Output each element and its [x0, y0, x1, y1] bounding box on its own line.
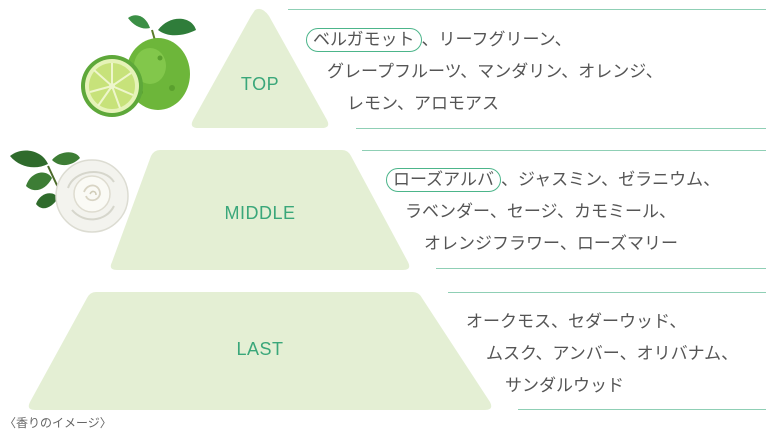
last-notes-line-2: ムスク、アンバー、オリバナム、 — [486, 344, 739, 364]
middle-notes-line-2: ラベンダー、セージ、カモミール、 — [405, 202, 676, 222]
image-caption: 〈香りのイメージ〉 — [4, 416, 112, 430]
last-notes-top-line — [448, 292, 766, 293]
middle-notes-line-1: ローズアルバ、ジャスミン、ゼラニウム、 — [386, 164, 720, 196]
last-notes-bottom-line — [518, 409, 766, 410]
middle-tier-shape — [110, 150, 410, 270]
middle-notes-bottom-line — [436, 268, 766, 269]
middle-key-note-badge: ローズアルバ — [386, 168, 501, 192]
middle-notes-line-1-rest: 、ジャスミン、ゼラニウム、 — [500, 170, 721, 190]
top-key-note-badge: ベルガモット — [306, 28, 422, 52]
tier-label-last: LAST — [236, 339, 284, 359]
top-notes-line-3: レモン、アロモアス — [347, 94, 499, 114]
tier-label-middle: MIDDLE — [224, 203, 296, 223]
top-notes-line-1-rest: 、リーフグリーン、 — [421, 30, 572, 50]
top-notes-line-2: グレープフルーツ、マンダリン、オレンジ、 — [327, 62, 663, 82]
middle-notes-top-line — [362, 150, 766, 151]
last-tier-shape — [28, 292, 492, 410]
last-notes-line-3: サンダルウッド — [505, 376, 624, 396]
last-notes-line-1: オークモス、セダーウッド、 — [466, 312, 687, 332]
middle-notes-line-3: オレンジフラワー、ローズマリー — [424, 234, 678, 254]
top-notes-line-1: ベルガモット、リーフグリーン、 — [306, 24, 572, 56]
bergamot-illustration — [81, 15, 196, 117]
white-rose-illustration — [10, 150, 129, 233]
top-notes-bottom-line — [356, 128, 766, 129]
tier-label-top: TOP — [240, 74, 280, 94]
top-notes-top-line — [288, 9, 766, 10]
top-tier-shape — [191, 8, 329, 129]
